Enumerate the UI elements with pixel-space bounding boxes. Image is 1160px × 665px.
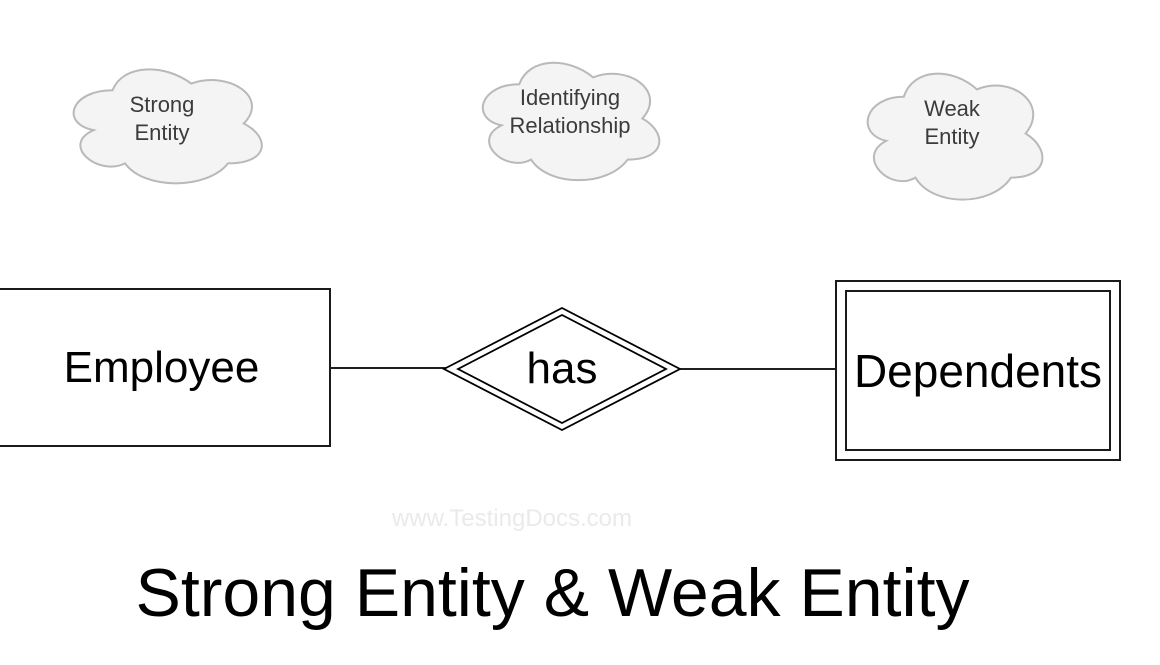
watermark-text: www.TestingDocs.com [391, 505, 633, 532]
weak-entity-cloud-shape [866, 72, 1044, 201]
strong-entity-cloud-shape [72, 68, 263, 185]
weak-entity-name: Dependents [853, 344, 1103, 397]
weak-entity-cloud-label: Weak Entity [924, 96, 980, 149]
relationship-diamond-outer [442, 306, 682, 432]
weak-entity-rect: Dependents [835, 280, 1121, 461]
weak-entity-inner-rect: Dependents [845, 290, 1111, 451]
page-title: Strong Entity & Weak Entity [135, 555, 970, 631]
identifying-relationship-cloud-label: Identifying Relationship [509, 85, 631, 138]
strong-entity-name: Employee [63, 342, 260, 392]
strong-entity-cloud-label: Strong Entity [129, 92, 195, 145]
strong-entity-rect: Employee [0, 288, 331, 447]
relationship-diamond-inner [456, 313, 668, 425]
identifying-relationship-cloud-shape [481, 61, 661, 182]
relationship-name: has [526, 344, 598, 393]
